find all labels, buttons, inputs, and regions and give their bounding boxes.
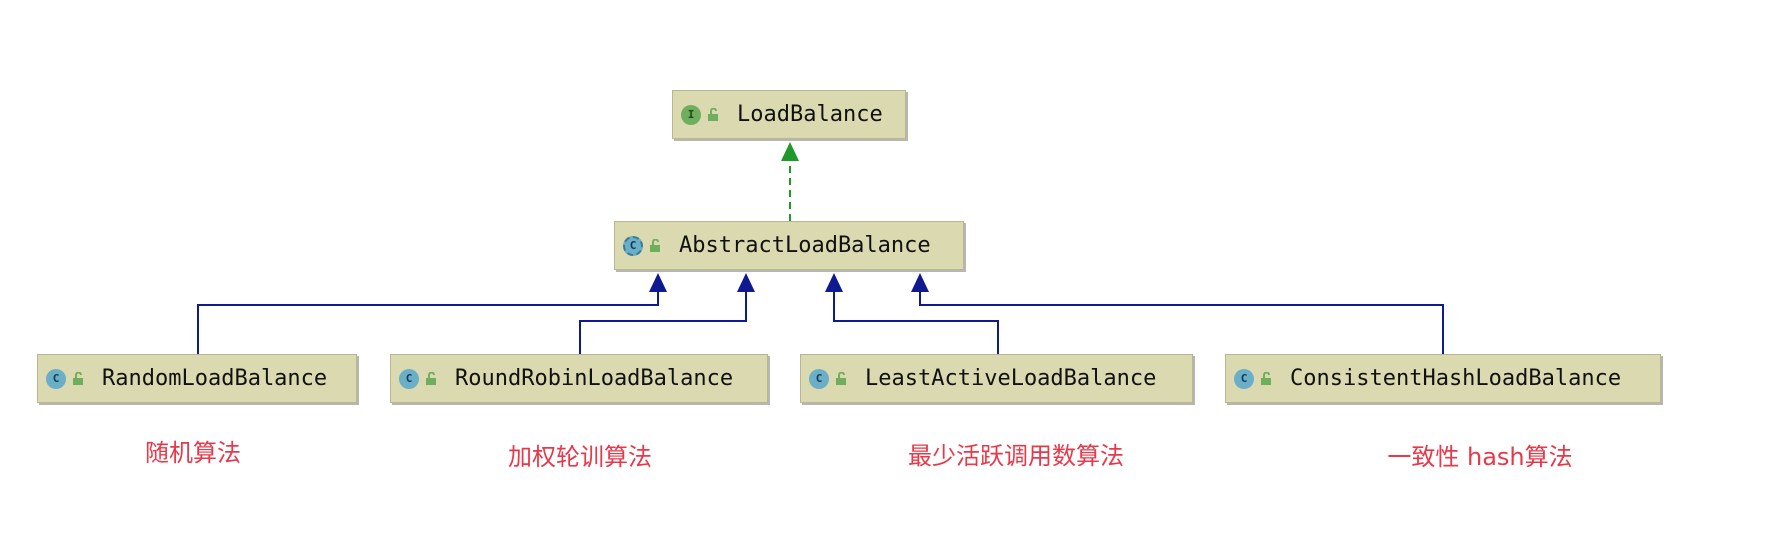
class-node-randomloadbalance[interactable]: C RandomLoadBalance [37, 354, 357, 403]
extends-arrowhead-leastactive [825, 273, 843, 292]
note-weighted-round-robin: 加权轮训算法 [508, 443, 652, 471]
class-name: AbstractLoadBalance [679, 233, 931, 258]
extends-edge-random [197, 292, 659, 354]
class-name: LoadBalance [737, 102, 883, 127]
extends-arrowhead-random [649, 273, 667, 292]
public-lock-icon [73, 371, 83, 385]
public-lock-icon [836, 371, 846, 385]
class-icon: C [1234, 368, 1254, 389]
public-lock-icon [708, 107, 718, 121]
abstract-class-node-abstractloadbalance[interactable]: C AbstractLoadBalance [614, 221, 964, 270]
note-least-active: 最少活跃调用数算法 [908, 442, 1124, 470]
class-node-leastactiveloadbalance[interactable]: C LeastActiveLoadBalance [800, 354, 1193, 403]
extends-arrowhead-roundrobin [737, 273, 755, 292]
extends-edge-consistenthash [919, 292, 1444, 354]
implements-arrowhead [781, 142, 799, 161]
note-consistent-hash: 一致性 hash算法 [1387, 443, 1573, 471]
abstract-class-icon: C [623, 235, 643, 256]
note-random-algorithm: 随机算法 [145, 439, 241, 467]
extends-edge-leastactive [833, 292, 999, 354]
class-icon: C [399, 368, 419, 389]
class-node-consistenthashloadbalance[interactable]: C ConsistentHashLoadBalance [1225, 354, 1661, 403]
class-node-roundrobinloadbalance[interactable]: C RoundRobinLoadBalance [390, 354, 768, 403]
class-icon: C [809, 368, 829, 389]
interface-node-loadbalance[interactable]: I LoadBalance [672, 90, 906, 139]
class-name: RandomLoadBalance [102, 366, 328, 391]
class-name: LeastActiveLoadBalance [865, 366, 1157, 391]
extends-edge-roundrobin [579, 292, 747, 354]
class-name: ConsistentHashLoadBalance [1290, 366, 1622, 391]
public-lock-icon [650, 238, 660, 252]
interface-icon: I [681, 104, 701, 125]
public-lock-icon [426, 371, 436, 385]
class-icon: C [46, 368, 66, 389]
extends-arrowhead-consistenthash [911, 273, 929, 292]
public-lock-icon [1261, 371, 1271, 385]
class-name: RoundRobinLoadBalance [455, 366, 734, 391]
